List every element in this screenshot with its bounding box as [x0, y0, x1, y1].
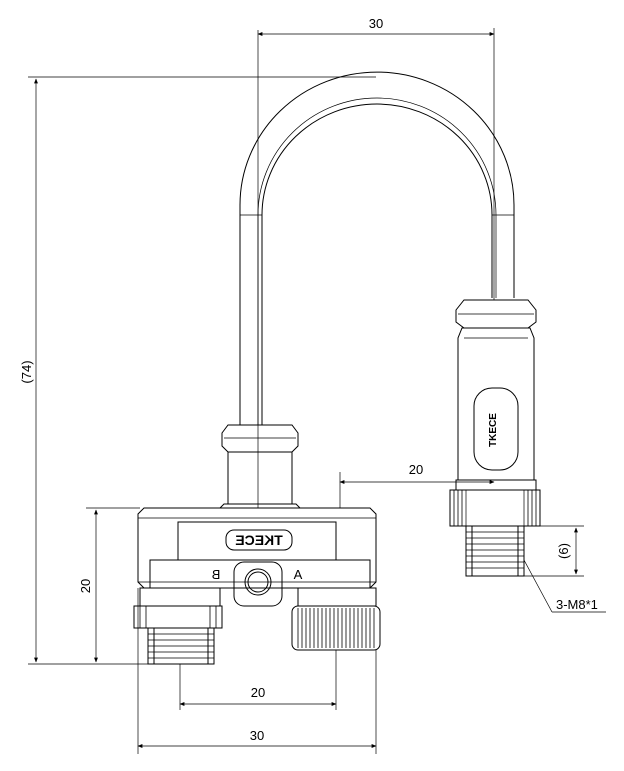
brand-label-front: TKECE	[235, 532, 282, 548]
dim-bottom-width: 30	[250, 728, 264, 743]
splitter-body: TKECE B A	[137, 507, 377, 607]
knurl-right	[453, 490, 537, 526]
right-connector: TKECE	[449, 299, 541, 577]
brand-label-side: TKECE	[488, 413, 499, 447]
dim-bottom-spacing: 20	[251, 685, 265, 700]
dimension-lines: 30 (74) 20 20 20 30 (6) 3-M8*1	[19, 16, 606, 754]
dim-side-offset: 20	[409, 462, 423, 477]
left-gland	[218, 424, 302, 509]
port-b-label: B	[212, 567, 221, 582]
dim-body-height: 20	[78, 579, 93, 593]
dim-top-width: 30	[369, 16, 383, 31]
port-a-connector	[291, 587, 381, 651]
thread-spec-label: 3-M8*1	[556, 597, 598, 612]
knurl-port-a	[297, 608, 375, 648]
dim-thread-length: (6)	[556, 543, 571, 559]
dim-total-height: (74)	[19, 360, 34, 383]
cable	[239, 71, 515, 425]
port-a-label: A	[294, 567, 303, 582]
port-b-connector	[133, 587, 223, 665]
